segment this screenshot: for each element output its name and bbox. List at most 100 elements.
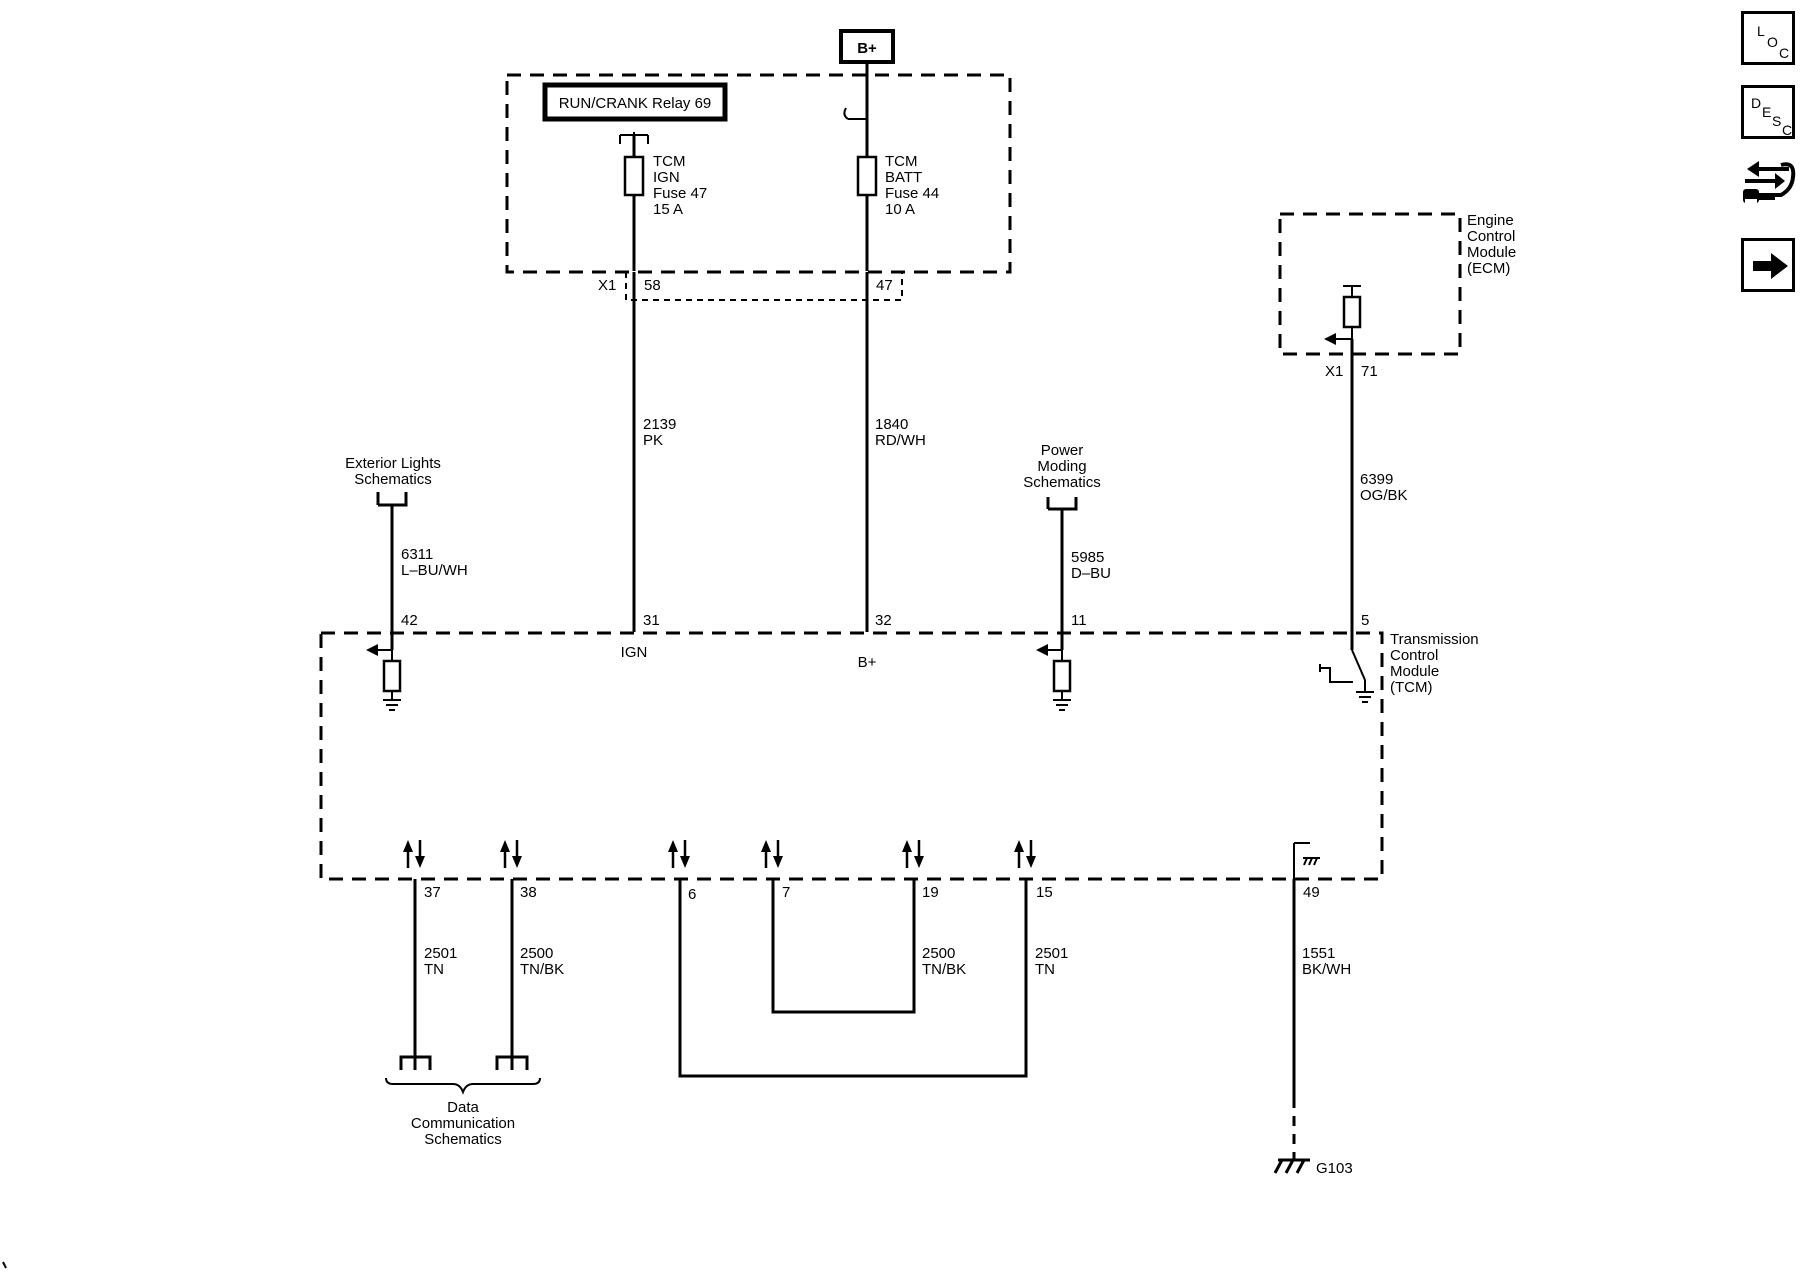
tcm-pin-6: 6 [688, 886, 696, 903]
bidir-arrow-icon [403, 840, 425, 868]
fuse-block-pin-47: 47 [876, 277, 893, 294]
tcm-label-3: Module [1390, 663, 1439, 680]
data-comm-bracket-38[interactable] [495, 1055, 529, 1070]
data-comm-brace [385, 1077, 541, 1095]
ext-lights-ref-bracket[interactable] [376, 492, 408, 507]
bus-tap-symbol [843, 107, 867, 120]
wire-1551-circuit: 1551 [1302, 945, 1335, 962]
ext-lights-ref-1: Exterior Lights [345, 455, 441, 472]
ground-g103-icon[interactable] [1273, 1158, 1310, 1174]
corner-mark [2, 1261, 7, 1269]
wire-6399-circuit: 6399 [1360, 471, 1393, 488]
ecm-label-1: Engine [1467, 212, 1514, 229]
wire-loop-pin6-pin15[interactable] [678, 879, 1028, 1078]
ecm-label-3: Module [1467, 244, 1516, 261]
wire-1840-circuit: 1840 [875, 416, 908, 433]
tcm-label-1: Transmission [1390, 631, 1479, 648]
loc-letter-c: C [1779, 45, 1789, 61]
fuse-batt-name1: TCM [885, 153, 918, 170]
wire-2139-circuit: 2139 [643, 416, 676, 433]
fuse-batt-fuse: Fuse 44 [885, 185, 939, 202]
power-moding-ref-bracket[interactable] [1046, 497, 1078, 511]
bidir-arrow-icon [500, 840, 522, 868]
tcm-pin-5: 5 [1361, 612, 1369, 629]
ecm-enclosure [1278, 212, 1462, 356]
tcm-pin-11: 11 [1071, 612, 1087, 629]
bidir-arrow-icon [1014, 840, 1036, 868]
loc-icon: L O C [1757, 23, 1789, 61]
desc-letter-c: C [1782, 122, 1792, 138]
wire-5985-circuit: 5985 [1071, 549, 1104, 566]
tcm-pin-19: 19 [922, 884, 939, 901]
data-bidir-arrow-icons [403, 840, 1036, 868]
battery-source-label: B+ [857, 40, 877, 57]
right-arrow-icon [1753, 253, 1788, 279]
ecm-pullup-resistor [1342, 285, 1362, 339]
ground-label: G103 [1316, 1160, 1353, 1177]
tcm-enclosure [319, 631, 1384, 881]
tcm-pin5-switch [1319, 649, 1374, 703]
wire-2139-color: PK [643, 432, 663, 449]
wire-5985-color: D–BU [1071, 565, 1111, 582]
tcm-pin49-ground [1293, 842, 1320, 879]
fuse-block-enclosure [505, 73, 1012, 274]
data-comm-bracket-37[interactable] [399, 1055, 432, 1070]
run-crank-relay-label: RUN/CRANK Relay 69 [559, 95, 712, 112]
wire-2500-38-circuit: 2500 [520, 945, 553, 962]
wire-1551-color: BK/WH [1302, 961, 1351, 978]
fuse-block-pin-58: 58 [644, 277, 661, 294]
fuse-ign-rating: 15 A [653, 201, 683, 218]
ext-lights-ref-2: Schematics [354, 471, 432, 488]
next-page-button[interactable] [1741, 238, 1795, 292]
tcm-pin-32: 32 [875, 612, 892, 629]
fuse-ign-fuse: Fuse 47 [653, 185, 707, 202]
fuse-batt-rating: 10 A [885, 201, 915, 218]
bidir-arrow-icon [668, 840, 690, 868]
tcm-label-4: (TCM) [1390, 679, 1432, 696]
desc-icon: D E S C [1751, 95, 1792, 138]
data-comm-ref-3: Schematics [424, 1131, 502, 1148]
tcm-pin-7: 7 [782, 884, 790, 901]
bidir-arrow-icon [761, 840, 783, 868]
loc-letter-o: O [1767, 34, 1778, 50]
ecm-label-4: (ECM) [1467, 260, 1510, 277]
wire-1840-color: RD/WH [875, 432, 926, 449]
desc-letter-e: E [1762, 104, 1771, 120]
ecm-connector-label: X1 [1325, 363, 1343, 380]
data-comm-ref-2: Communication [411, 1115, 515, 1132]
desc-letter-s: S [1772, 113, 1781, 129]
wire-2500-19-circuit: 2500 [922, 945, 955, 962]
power-moding-ref-2: Moding [1037, 458, 1086, 475]
tcm-ign-input-label: IGN [621, 644, 648, 661]
wire-6399-color: OG/BK [1360, 487, 1408, 504]
fuse-block-connector-label: X1 [598, 277, 616, 294]
power-moding-ref-3: Schematics [1023, 474, 1101, 491]
fuse-ign-name1: TCM [653, 153, 686, 170]
wrench-arrows-icon [1743, 161, 1796, 207]
loc-letter-l: L [1757, 23, 1765, 39]
tcm-pin-42: 42 [401, 612, 418, 629]
wire-6311-color: L–BU/WH [401, 562, 468, 579]
ecm-pin-71: 71 [1361, 363, 1378, 380]
run-crank-relay-box[interactable] [542, 82, 728, 122]
bidir-arrow-icon [902, 840, 924, 868]
tcm-pin-38: 38 [520, 884, 537, 901]
service-tools-button[interactable] [1737, 155, 1799, 211]
tcm-label-2: Control [1390, 647, 1438, 664]
ecm-label-2: Control [1467, 228, 1515, 245]
tcm-pin-15: 15 [1036, 884, 1053, 901]
tcm-batt-fuse-44[interactable] [856, 155, 878, 197]
data-comm-ref-1: Data [447, 1099, 479, 1116]
location-button[interactable]: L O C [1741, 11, 1795, 65]
tcm-pin11-pulldown [1036, 644, 1072, 711]
desc-letter-d: D [1751, 95, 1761, 111]
tcm-pin-37: 37 [424, 884, 441, 901]
fuse-ign-name2: IGN [653, 169, 680, 186]
description-button[interactable]: D E S C [1741, 85, 1795, 139]
wire-loop-pin7-pin19[interactable] [771, 879, 916, 1014]
wire-2501-15-circuit: 2501 [1035, 945, 1068, 962]
tcm-batt-input-label: B+ [858, 654, 877, 671]
tcm-ign-fuse-47[interactable] [623, 155, 645, 197]
fuse-block-x1-connector [625, 272, 903, 301]
